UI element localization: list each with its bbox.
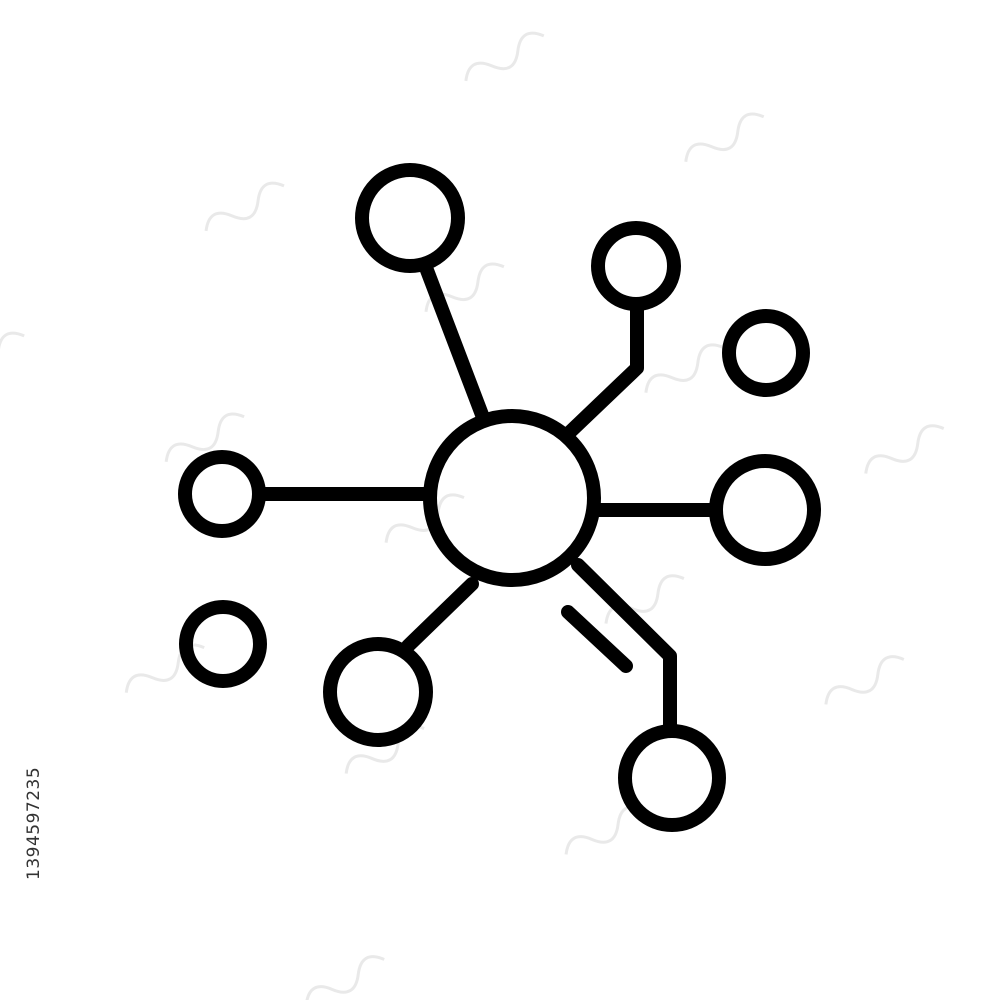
spoke-top-right bbox=[563, 298, 644, 439]
node-isolated-right bbox=[722, 309, 810, 397]
spoke-bottom-left bbox=[401, 577, 479, 653]
stock-id-label: 1394597235 bbox=[24, 766, 44, 880]
spoke-bottom-right-accent bbox=[561, 605, 633, 673]
hub-circle bbox=[423, 409, 601, 587]
spoke-bottom-right bbox=[571, 558, 677, 732]
node-left bbox=[178, 450, 266, 538]
node-isolated-left bbox=[179, 600, 267, 688]
node-bottom-left bbox=[323, 637, 433, 747]
spoke-top-left bbox=[418, 258, 491, 427]
node-top-right bbox=[591, 221, 681, 311]
node-bottom-right bbox=[618, 724, 726, 832]
node-top-left bbox=[355, 163, 465, 273]
node-right bbox=[709, 454, 821, 566]
